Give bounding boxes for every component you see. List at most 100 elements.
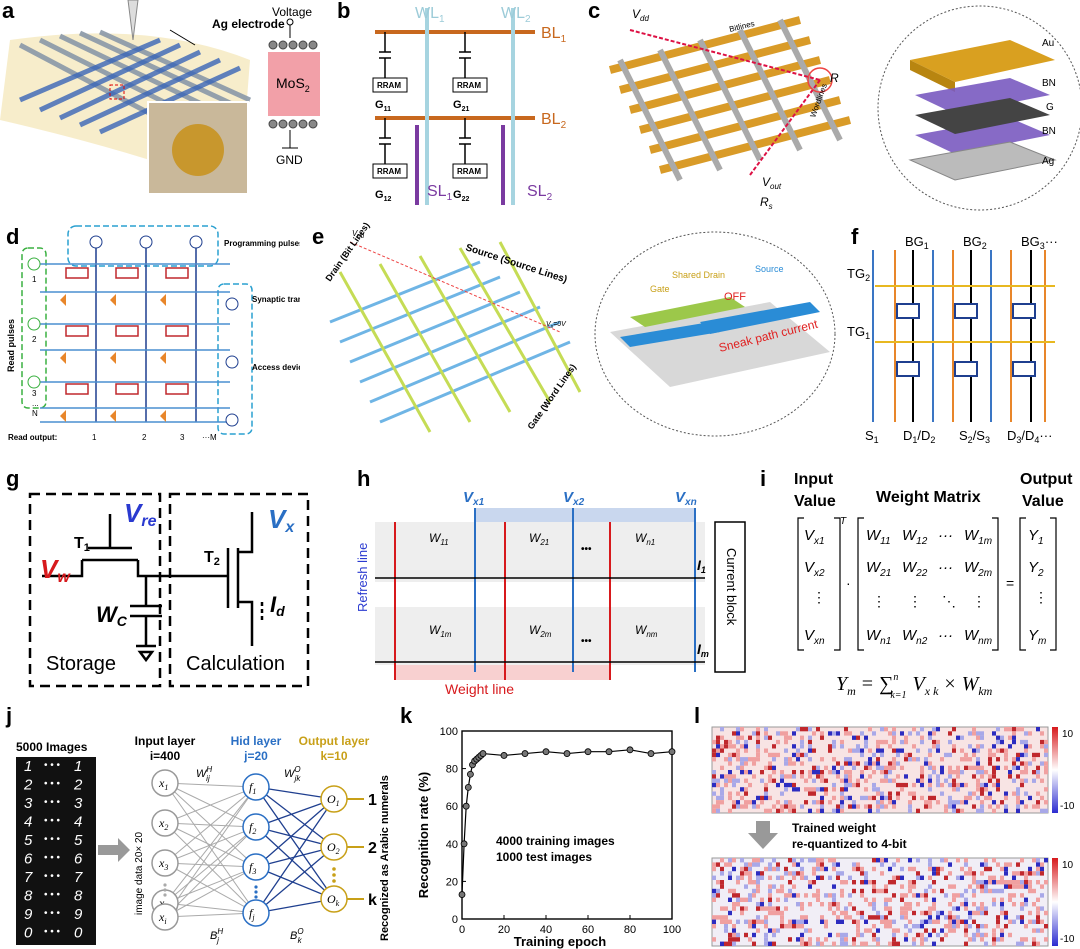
row-label: 3: [32, 389, 37, 398]
vs-label: Vs=0V: [546, 321, 567, 330]
rs-label: Rs: [760, 195, 773, 211]
off-label: OFF: [724, 291, 746, 303]
w21-label: W21: [529, 531, 549, 547]
sl2-label: SL2: [527, 183, 553, 203]
digit-thumbnail: 9: [74, 906, 83, 923]
output-layer-size: k=10: [320, 749, 347, 763]
im-label: Im: [697, 641, 709, 659]
digit-thumbnail: 0: [74, 925, 83, 942]
digit-dots: • • •: [44, 853, 61, 864]
data-point: [563, 750, 571, 757]
svg-text:=: =: [1006, 575, 1014, 591]
t1-label: T1: [74, 535, 90, 554]
rram-label: RRAM: [457, 81, 481, 90]
digit-thumbnail: 5: [24, 832, 33, 849]
storage-label: Storage: [46, 653, 116, 675]
s2s3-label: S2/S3: [959, 428, 990, 445]
panel-b: b RRAM RRAM RRAM RRAM G11 G21 G12 G22: [335, 0, 575, 210]
output-class-label: 1: [368, 792, 377, 809]
vw-label: Vw: [40, 554, 71, 586]
bn-label-bottom: BN: [1042, 126, 1056, 137]
h-dots: •••: [581, 636, 592, 647]
digit-thumbnail: 4: [24, 814, 32, 831]
y-tick-label: 0: [452, 914, 458, 926]
hidden-node-label: fj: [249, 906, 255, 922]
wnm-label: Wnm: [635, 623, 658, 639]
col-label: ···M: [202, 433, 217, 442]
data-point: [500, 752, 508, 759]
rram-label: RRAM: [457, 167, 481, 176]
tg1-label: TG1: [847, 324, 870, 341]
colorbar-bottom-min: -10: [1060, 934, 1075, 945]
images-label: 5000 Images: [16, 740, 88, 754]
panel-label-h: h: [357, 466, 371, 491]
w1m-entry: W1m: [964, 527, 992, 547]
digit-thumbnail: 0: [24, 925, 33, 942]
digit-dots: • • •: [44, 927, 61, 938]
s1-label: S1: [865, 428, 879, 445]
wn1-entry: Wn1: [866, 627, 891, 647]
read-pulses-label: Read pulses: [6, 319, 16, 372]
vx-label: Vx: [268, 504, 295, 536]
vx2-label: Vx2: [563, 489, 585, 508]
vx1-entry: Vx1: [804, 527, 825, 547]
input-node-label: x2: [158, 816, 168, 832]
x-tick-label: 60: [582, 924, 594, 936]
row-label: 1: [32, 275, 37, 284]
panel-b-figure: RRAM RRAM RRAM RRAM G11 G21 G12 G22 WL1 …: [372, 5, 567, 205]
x-tick-label: 20: [498, 924, 510, 936]
ag-label: Ag: [1042, 156, 1054, 167]
x-tick-label: 100: [663, 924, 681, 936]
d3d4-label: D3/D4···: [1007, 428, 1052, 445]
y1-entry: Y1: [1028, 527, 1044, 547]
vdd-label: Vdd: [352, 229, 365, 240]
digit-dots: • • •: [44, 871, 61, 882]
t2-label: T2: [204, 549, 220, 568]
input-layer-label: Input layer: [135, 734, 196, 748]
wl1-label: WL1: [415, 5, 445, 25]
data-point: [460, 840, 468, 848]
input-node: [151, 903, 179, 931]
digit-thumbnail: 1: [24, 758, 32, 775]
vxn-label: Vxn: [675, 489, 697, 508]
output-layer-label: Output layer: [299, 734, 370, 748]
chart-annotation-1: 4000 training images: [496, 834, 615, 848]
vx1-label: Vx1: [463, 489, 485, 508]
panel-label-g: g: [6, 466, 20, 491]
input-label: Input: [794, 471, 834, 488]
panel-c-figure: Vdd Bitlines Wordlines R Vout Rs Au BN G…: [608, 5, 1080, 211]
trained-weight-label: Trained weight: [792, 821, 876, 835]
data-point: [542, 748, 550, 756]
chart-xlabel: Training epoch: [514, 934, 607, 949]
hidden-node: [242, 813, 270, 841]
data-point: [521, 750, 529, 757]
g21-label: G21: [453, 99, 469, 113]
panel-label-l: l: [694, 705, 701, 728]
requantized-label: re-quantized to 4-bit: [792, 837, 907, 851]
x-tick-label: 40: [540, 924, 552, 936]
input-node: [151, 809, 179, 837]
panel-e: e Vdd Drain (Bit Lines) Source (Source L…: [300, 222, 840, 447]
source-detail-label: Source: [755, 264, 784, 274]
chart-ylabel: Recognition rate (%): [416, 772, 431, 898]
g12-label: G12: [375, 189, 391, 203]
digit-thumbnail: 5: [74, 832, 83, 849]
tg2-label: TG2: [847, 266, 870, 283]
digit-thumbnail: 9: [24, 906, 33, 923]
hidden-node-label: f2: [249, 820, 256, 836]
digit-thumbnail: 3: [74, 795, 83, 812]
value-label-output: Value: [1022, 493, 1064, 510]
digit-thumbnail: 3: [24, 795, 33, 812]
panel-h-figure: Vx1 Vx2 Vxn W11 W21 Wn1 W1m W2m Wnm ••• …: [355, 489, 746, 697]
panel-label-c: c: [588, 0, 601, 23]
output-class-label: 2: [368, 840, 377, 857]
hid-layer-size: j=20: [243, 749, 268, 763]
input-node-label: x3: [158, 856, 168, 872]
wc-label: WC: [96, 602, 128, 629]
cdots: ···: [938, 527, 953, 544]
panel-label-e: e: [312, 224, 325, 249]
hidden-node-label: f3: [249, 860, 256, 876]
hid-layer-label: Hid layer: [231, 734, 282, 748]
w12-entry: W12: [902, 527, 928, 547]
